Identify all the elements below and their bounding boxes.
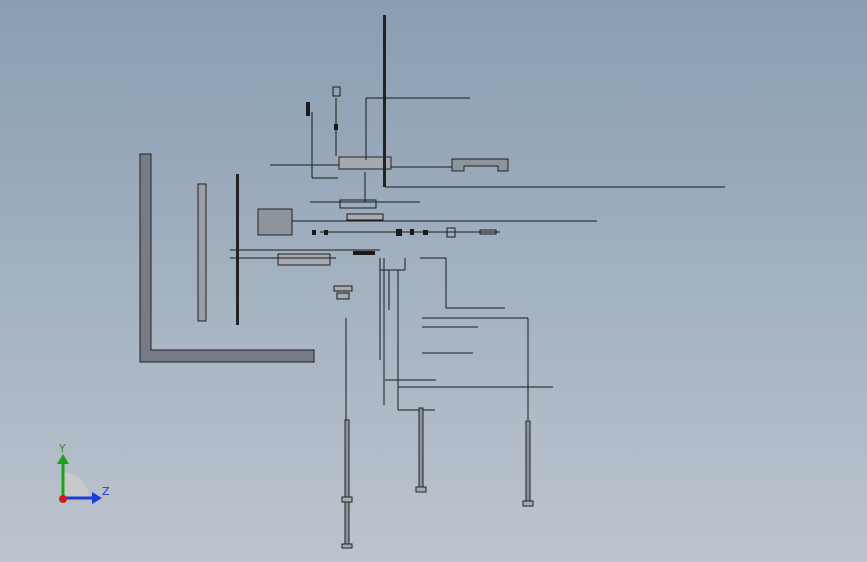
lower-block[interactable] [277, 253, 331, 266]
z-axis-label: Z [102, 485, 110, 498]
shaft-assembly[interactable] [306, 86, 497, 300]
y-axis-arrow-icon [57, 454, 69, 464]
triad-arc [63, 472, 89, 498]
upper-block[interactable] [338, 156, 392, 170]
box-part[interactable] [257, 208, 293, 236]
piston-right[interactable] [522, 420, 534, 507]
wire-lines [230, 97, 725, 420]
vertical-mast[interactable] [383, 15, 386, 187]
x-axis-dot-icon [59, 495, 67, 503]
y-axis-label: Y [59, 442, 66, 455]
vertical-plate[interactable] [197, 183, 207, 322]
coordinate-triad: Y Z [40, 440, 120, 510]
triad-icon [57, 454, 102, 504]
piston-left[interactable] [341, 419, 353, 549]
l-frame[interactable] [139, 153, 315, 363]
bracket-part[interactable] [451, 158, 509, 172]
z-axis-arrow-icon [92, 492, 102, 504]
piston-middle[interactable] [415, 407, 427, 493]
